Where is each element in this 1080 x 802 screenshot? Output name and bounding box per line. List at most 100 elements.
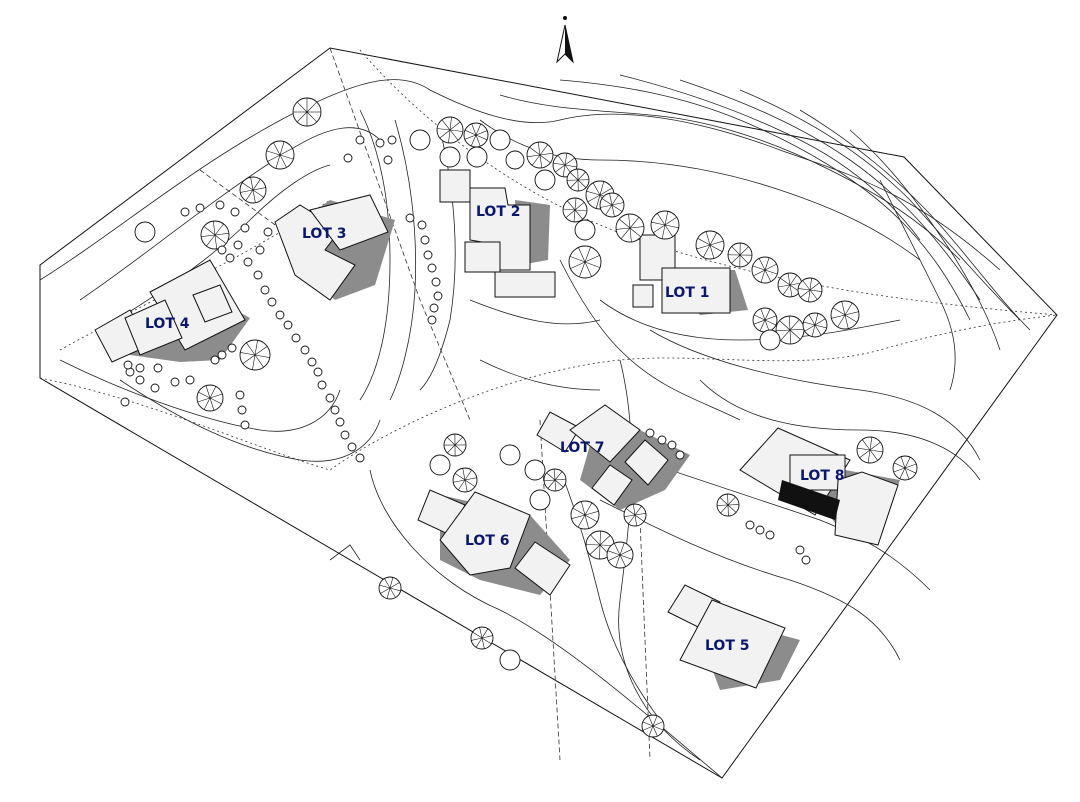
tree-icon bbox=[470, 626, 494, 650]
shrub-icon bbox=[233, 240, 243, 250]
lot-label-3: LOT 3 bbox=[302, 226, 347, 242]
shrub-icon bbox=[657, 435, 667, 445]
tree-icon bbox=[716, 493, 740, 517]
shrub-icon bbox=[195, 203, 205, 213]
shrub-icon bbox=[217, 350, 227, 360]
shrub-icon bbox=[423, 250, 433, 260]
shrub-icon bbox=[667, 440, 677, 450]
tree-icon bbox=[409, 129, 431, 151]
tree-icon bbox=[499, 649, 521, 671]
tree-icon bbox=[200, 220, 230, 250]
shrub-icon bbox=[427, 263, 437, 273]
shrub-icon bbox=[237, 405, 247, 415]
tree-icon bbox=[695, 230, 725, 260]
tree-icon bbox=[797, 277, 823, 303]
tree-icon bbox=[777, 272, 803, 298]
tree-icon bbox=[534, 169, 556, 191]
tree-icon bbox=[466, 146, 488, 168]
shrub-icon bbox=[420, 235, 430, 245]
building-lot-6 bbox=[439, 491, 531, 576]
shrub-icon bbox=[225, 253, 235, 263]
shrub-icon bbox=[745, 520, 755, 530]
shrub-icon bbox=[675, 450, 685, 460]
tree-icon bbox=[429, 454, 451, 476]
tree-icon bbox=[239, 339, 271, 371]
tree-icon bbox=[830, 300, 860, 330]
tree-icon bbox=[641, 714, 665, 738]
shrub-icon bbox=[765, 530, 775, 540]
shrub-icon bbox=[235, 390, 245, 400]
shrub-icon bbox=[135, 375, 145, 385]
shrub-icon bbox=[325, 393, 335, 403]
lot-label-8: LOT 8 bbox=[800, 468, 845, 484]
building-lot-7-c bbox=[591, 464, 633, 506]
shrub-icon bbox=[230, 207, 240, 217]
tree-icon bbox=[439, 146, 461, 168]
shrub-icon bbox=[433, 291, 443, 301]
lot-label-7: LOT 7 bbox=[560, 440, 605, 456]
building-lot-4-b bbox=[124, 299, 183, 356]
contour-lines bbox=[39, 74, 1031, 721]
shrub-icon bbox=[340, 430, 350, 440]
north-arrow-icon bbox=[556, 16, 574, 64]
shrub-icon bbox=[383, 155, 393, 165]
tree-icon bbox=[134, 221, 156, 243]
shrub-icon bbox=[307, 357, 317, 367]
building-lot-6-b bbox=[514, 541, 571, 596]
building-lot-2-terrace bbox=[494, 271, 556, 298]
shrub-icon bbox=[313, 367, 323, 377]
tree-icon bbox=[599, 192, 625, 218]
tree-icon bbox=[570, 500, 600, 530]
tree-icon bbox=[443, 433, 467, 457]
shrub-icon bbox=[343, 153, 353, 163]
tree-icon bbox=[650, 210, 680, 240]
shrub-icon bbox=[275, 310, 285, 320]
building-lot-4-c bbox=[192, 284, 233, 323]
shrub-icon bbox=[217, 245, 227, 255]
shrub-icon bbox=[243, 257, 253, 267]
shrub-icon bbox=[170, 377, 180, 387]
tree-icon bbox=[752, 307, 778, 333]
shrubs bbox=[120, 135, 811, 565]
shrub-icon bbox=[291, 333, 301, 343]
shrub-icon bbox=[429, 303, 439, 313]
tree-icon bbox=[568, 245, 602, 279]
tree-icon bbox=[196, 384, 224, 412]
tree-icon bbox=[292, 97, 322, 127]
shrub-icon bbox=[150, 383, 160, 393]
shrub-icon bbox=[240, 223, 250, 233]
shrub-icon bbox=[227, 343, 237, 353]
tree-icon bbox=[239, 176, 267, 204]
tree-icon bbox=[265, 140, 295, 170]
shrub-icon bbox=[347, 442, 357, 452]
building-lot-2-deck bbox=[464, 241, 501, 273]
shrub-icon bbox=[253, 270, 263, 280]
tree-icon bbox=[751, 256, 779, 284]
shrub-icon bbox=[645, 428, 655, 438]
building-lot-3-wing bbox=[309, 194, 389, 251]
tree-icon bbox=[856, 436, 884, 464]
tree-icon bbox=[505, 150, 525, 170]
shrub-icon bbox=[317, 380, 327, 390]
shrub-icon bbox=[405, 213, 415, 223]
tree-icon bbox=[892, 455, 918, 481]
shrub-icon bbox=[240, 420, 250, 430]
tree-icon bbox=[526, 141, 554, 169]
shrub-icon bbox=[427, 315, 437, 325]
building-lot-5 bbox=[679, 599, 786, 689]
shrub-icon bbox=[387, 135, 397, 145]
lot-label-6: LOT 6 bbox=[465, 533, 510, 549]
shrub-icon bbox=[123, 360, 133, 370]
lot-labels: LOT 1 LOT 2 LOT 3 LOT 4 LOT 5 LOT 6 LOT … bbox=[145, 204, 845, 654]
shrub-icon bbox=[300, 345, 310, 355]
shrub-icon bbox=[801, 555, 811, 565]
shrub-icon bbox=[755, 525, 765, 535]
tree-icon bbox=[574, 219, 596, 241]
shrub-icon bbox=[335, 417, 345, 427]
tree-icon bbox=[606, 541, 634, 569]
shrub-icon bbox=[260, 285, 270, 295]
shrub-icon bbox=[185, 375, 195, 385]
shrub-icon bbox=[795, 545, 805, 555]
tree-icon bbox=[727, 242, 753, 268]
